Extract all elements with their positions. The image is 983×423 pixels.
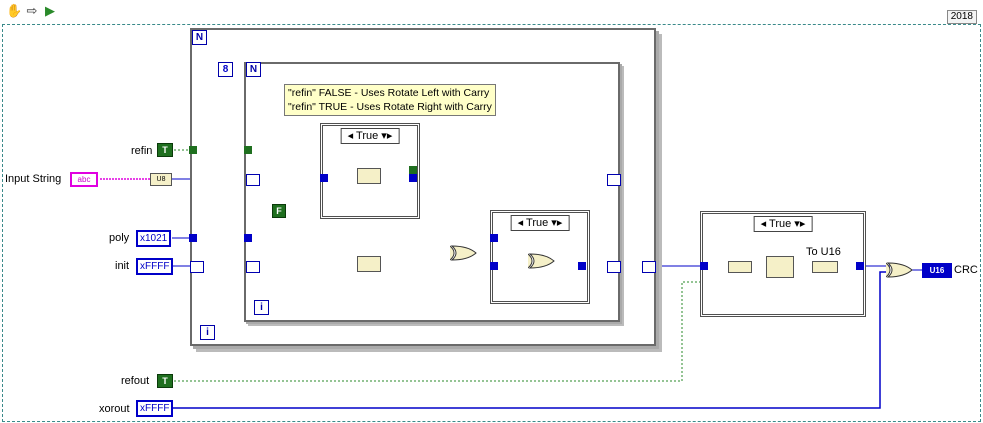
xorout-control[interactable]: xFFFF — [136, 400, 174, 417]
init-label: init — [115, 260, 130, 272]
shift-register[interactable] — [246, 261, 260, 273]
outer-loop-iteration: i — [200, 325, 215, 340]
byte-swap-node[interactable] — [766, 256, 794, 278]
tunnel — [578, 262, 586, 270]
inner-loop-count: N — [246, 62, 261, 77]
to-u16-node[interactable] — [812, 261, 838, 273]
case-selector[interactable]: ◂ True ▾▸ — [510, 215, 570, 231]
xor-gate[interactable] — [528, 252, 556, 270]
tunnel — [409, 166, 417, 174]
rotate-node[interactable] — [357, 256, 381, 272]
arrow-icon[interactable]: ⇨ — [26, 3, 38, 18]
refin-control[interactable]: T — [157, 143, 173, 157]
tunnel — [244, 146, 252, 154]
inner-loop-count-constant[interactable]: 8 — [218, 62, 233, 77]
run-icon[interactable]: ▶ — [45, 3, 55, 18]
shift-register[interactable] — [190, 261, 204, 273]
xor-gate[interactable] — [886, 261, 914, 279]
to-u16-label: To U16 — [806, 246, 841, 258]
tunnel — [189, 234, 197, 242]
version-badge: 2018 — [946, 10, 977, 24]
string-to-bytes-node[interactable]: U8 — [150, 173, 172, 186]
xor-gate[interactable] — [450, 244, 478, 262]
crc-label: CRC — [954, 264, 978, 276]
tunnel — [490, 262, 498, 270]
poly-label: poly — [109, 232, 130, 244]
comment-line-2: "refin" TRUE - Uses Rotate Right with Ca… — [288, 101, 492, 113]
comment-note: "refin" FALSE - Uses Rotate Left with Ca… — [284, 84, 496, 116]
case-selector[interactable]: ◂ True ▾▸ — [753, 216, 813, 232]
input-string-control[interactable]: abc — [70, 172, 98, 187]
refin-label: refin — [131, 145, 153, 157]
comment-line-1: "refin" FALSE - Uses Rotate Left with Ca… — [288, 87, 490, 99]
outer-loop-count: N — [192, 30, 207, 45]
shift-register[interactable] — [607, 261, 621, 273]
init-control[interactable]: xFFFF — [136, 258, 174, 275]
refout-control[interactable]: T — [157, 374, 173, 388]
tunnel — [320, 174, 328, 182]
rotate-node[interactable] — [357, 168, 381, 184]
shift-register[interactable] — [642, 261, 656, 273]
crc-indicator[interactable]: U16 — [922, 263, 952, 278]
tunnel — [490, 234, 498, 242]
tunnel — [700, 262, 708, 270]
case-selector[interactable]: ◂ True ▾▸ — [340, 128, 400, 144]
tunnel — [244, 234, 252, 242]
diagram-boundary — [2, 24, 981, 422]
input-string-label: Input String — [5, 173, 62, 185]
false-constant[interactable]: F — [272, 204, 286, 218]
xorout-label: xorout — [99, 403, 130, 415]
refout-label: refout — [121, 375, 150, 387]
conversion-node[interactable] — [728, 261, 752, 273]
shift-register[interactable] — [607, 174, 621, 186]
tunnel — [409, 174, 417, 182]
hand-icon[interactable]: ✋ — [6, 3, 23, 18]
tunnel — [189, 146, 197, 154]
tunnel — [856, 262, 864, 270]
poly-control[interactable]: x1021 — [136, 230, 172, 247]
shift-register[interactable] — [246, 174, 260, 186]
inner-loop-iteration: i — [254, 300, 269, 315]
